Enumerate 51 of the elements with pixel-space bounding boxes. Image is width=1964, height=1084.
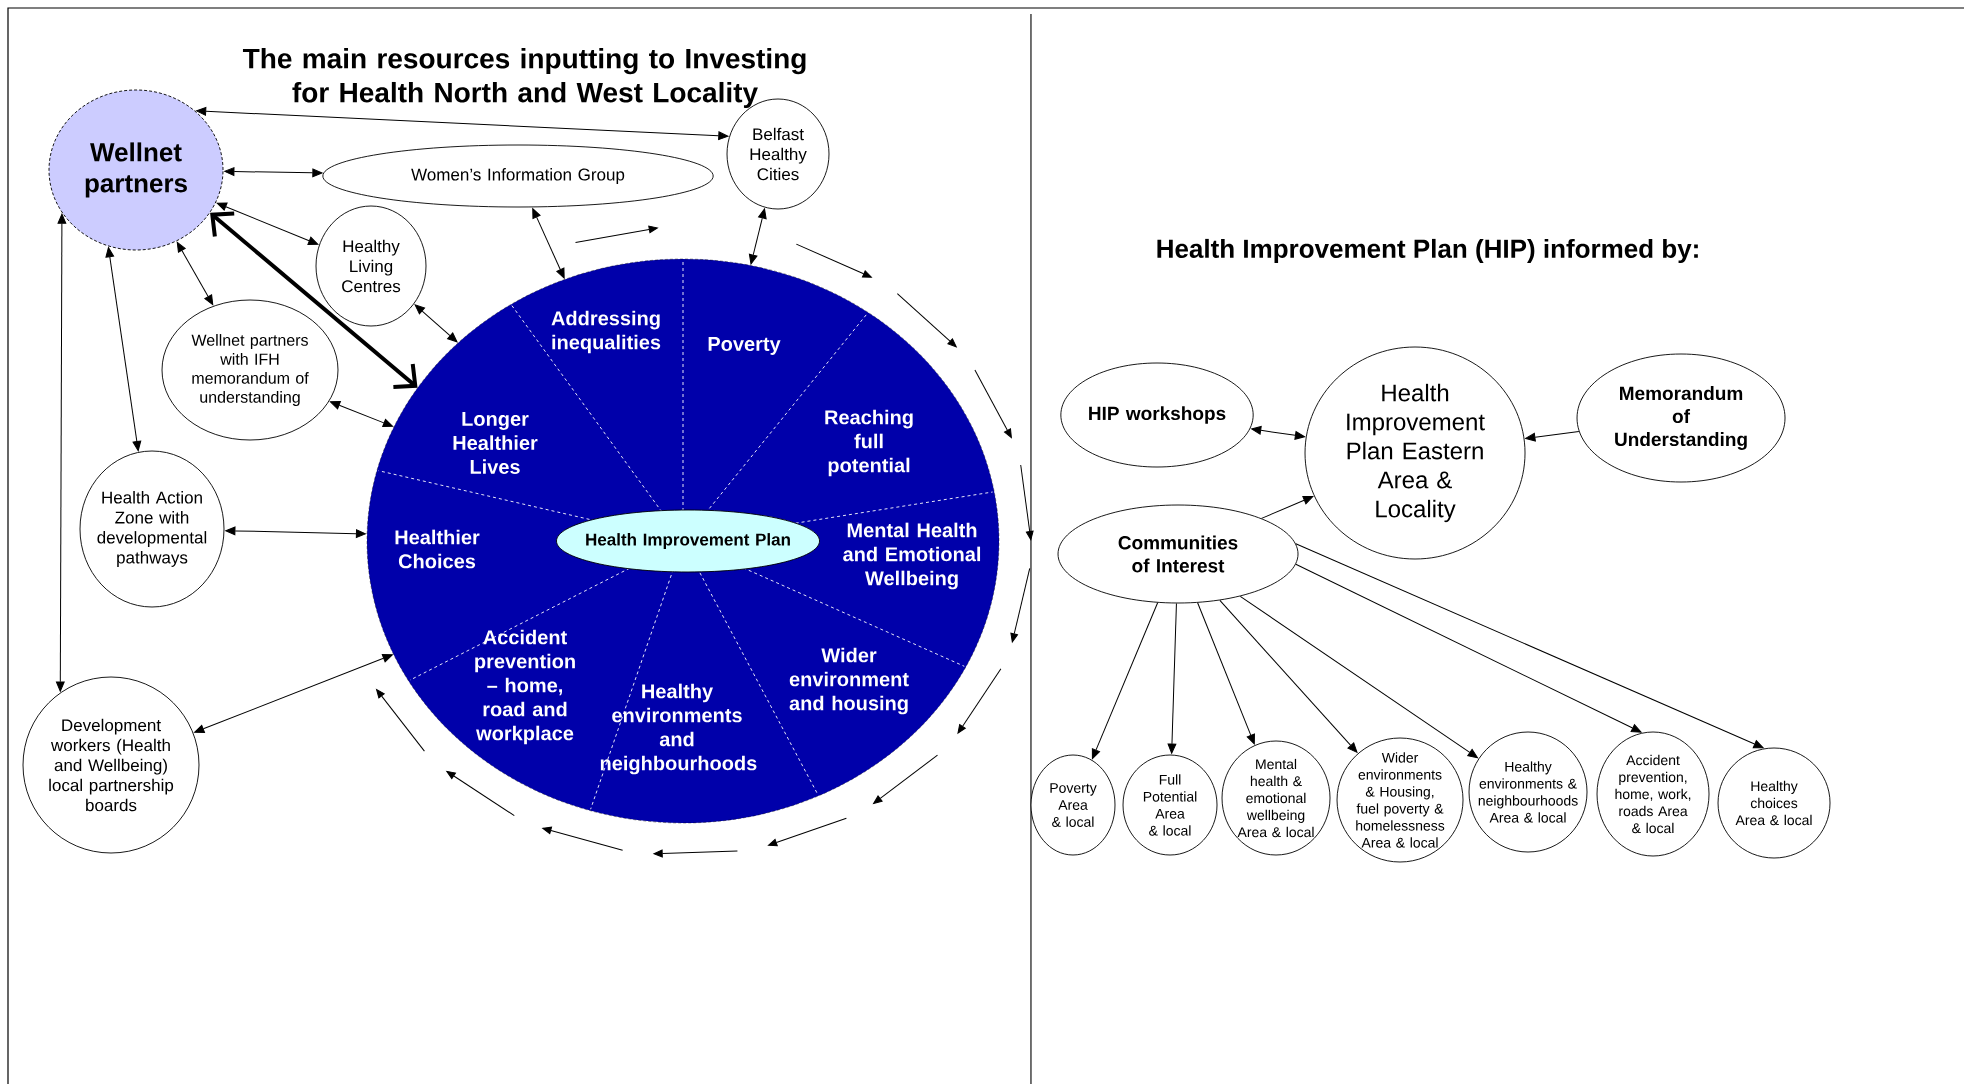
oval-node: HIP workshops: [1060, 362, 1254, 468]
arrow: [210, 211, 418, 389]
arrow: [216, 202, 319, 245]
circle-node: Full Potential Area & local: [1122, 754, 1218, 856]
segment-label: Wider environment and housing: [789, 647, 909, 715]
circle-node: Development workers (Health and Wellbeing) local partnership boards: [22, 676, 200, 854]
arrow: [224, 167, 323, 178]
arrow: [1295, 543, 1764, 749]
segment-label: Addressing inequalities: [551, 310, 661, 354]
arrow: [225, 526, 367, 538]
arrow: [329, 401, 394, 428]
segment-label: Mental Health and Emotional Wellbeing: [843, 522, 981, 590]
arrow: [748, 208, 767, 265]
segment-label: Healthier Choices: [395, 529, 480, 569]
segment-label: Healthy environments and neighbourhoods: [600, 683, 757, 775]
arrow: [105, 247, 142, 452]
segment-label: Longer Healthier Lives: [453, 412, 538, 474]
circle-node: Mental health & emotional wellbeing Area & local: [1221, 740, 1331, 856]
arrow: [1295, 563, 1642, 733]
circle-node: Poverty Area & local: [1030, 754, 1116, 856]
oval-node: Communities of Interest: [1057, 504, 1299, 604]
partner-oval: Wellnet partners: [48, 89, 224, 251]
arrow: [176, 241, 214, 306]
arrow: [1239, 595, 1478, 759]
arrow: [194, 654, 393, 734]
arrow: [532, 208, 565, 279]
heading: Health Improvement Plan (HIP) informed by:: [1157, 238, 1698, 264]
arrow: [1251, 425, 1306, 440]
segment-label: Reaching full potential: [825, 409, 913, 477]
arrow: [1219, 599, 1358, 753]
arrow: [55, 213, 67, 692]
oval-node: Women’s Information Group: [322, 144, 714, 208]
arrow: [1525, 430, 1580, 442]
arrow: [1197, 602, 1255, 745]
segment-label: Accident prevention – home, road and workplace: [475, 629, 575, 745]
circle-node: Healthy Living Centres: [315, 205, 427, 327]
centre-oval: Health Improvement Plan: [556, 509, 820, 573]
arrow: [196, 106, 729, 141]
segment-label: Poverty: [708, 337, 781, 355]
oval-node: Wellnet partners with IFH memorandum of understanding: [161, 299, 339, 441]
arrow: [414, 304, 458, 343]
circle-node: Wider environments & Housing, fuel poverty & homelessness Area & local: [1336, 737, 1464, 863]
oval-node: Memorandum of Understanding: [1576, 353, 1786, 483]
circle-node: Health Action Zone with developmental pathways: [79, 450, 225, 608]
arrow: [1261, 496, 1314, 519]
arrow: [1167, 602, 1177, 754]
circle-node: Health Improvement Plan Eastern Area & Locality: [1304, 346, 1526, 560]
circle-node: Healthy choices Area & local: [1717, 747, 1831, 859]
circle-node: Healthy environments & neighbourhoods Area & local: [1468, 731, 1588, 853]
circle-node: Accident prevention, home, work, roads Area & local: [1596, 731, 1710, 857]
arrow: [1091, 602, 1159, 760]
